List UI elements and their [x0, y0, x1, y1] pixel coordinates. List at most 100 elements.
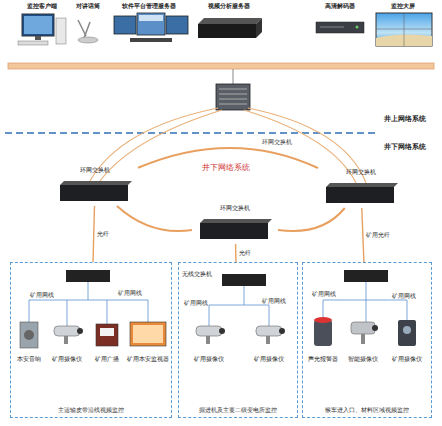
group-caption: 猴车进入口、材料区域视频监控: [293, 407, 441, 414]
camera-icon: [279, 328, 285, 334]
video-wall-icon: [376, 13, 432, 46]
ring-switch: 环网交换机: [192, 204, 278, 244]
camera-icon: [77, 328, 83, 334]
server-screens-icon: [139, 15, 163, 21]
core-uplink-fiber: [244, 110, 356, 183]
node-label: 无线交换机: [182, 270, 212, 277]
monitor-client-icon: [56, 18, 66, 44]
node-label: 智能摄像仪: [336, 355, 390, 362]
group-box: 猴车进入口、材料区域视频监控声光报警器智能摄像仪矿用摄像仪: [302, 262, 432, 418]
core-switch-icon: [216, 84, 250, 110]
node-label: 矿用摄像仪: [182, 355, 236, 362]
device-node: 监控大屏: [372, 2, 434, 50]
alarm-icon: [314, 317, 332, 346]
monitor-client-icon: [18, 14, 66, 45]
broadcast-icon: [100, 328, 114, 336]
node-label: 高清解码器: [300, 2, 380, 9]
speaker-icon: [20, 322, 38, 348]
server-screens-icon: [130, 38, 172, 42]
group-switch-icon: [344, 270, 388, 282]
camera-icon: [196, 326, 222, 336]
fiber-link: [93, 206, 94, 262]
edge-label: 光纤: [97, 231, 109, 238]
server-screens-icon: [166, 16, 188, 34]
node-label: 视频分析服务器: [184, 2, 274, 9]
node-label: 环网交换机: [308, 168, 414, 175]
intercom-mic-icon: [84, 22, 90, 38]
camera-icon: [256, 326, 282, 336]
monitor-client-icon: [35, 36, 41, 40]
surface-underground-divider: [5, 133, 378, 134]
camera-icon: [266, 336, 270, 344]
intercom-mic-icon: [78, 20, 98, 43]
device-node: 对讲话筒: [68, 2, 108, 50]
ring-switch-icon: [200, 223, 268, 239]
edge-label: 矿用光纤: [366, 232, 390, 239]
speaker-icon: [20, 322, 38, 348]
camera-icon: [206, 336, 210, 344]
network-bus: [8, 63, 434, 84]
node-label: 监控大屏: [362, 2, 442, 9]
device-node: 矿用摄像仪: [192, 318, 226, 362]
device-node: 监控客户端: [14, 2, 70, 50]
ring-switch-icon: [60, 181, 398, 239]
group-switch-icon: [222, 274, 266, 286]
hd-decoder-icon: [316, 22, 364, 33]
server-screens-icon: [137, 13, 165, 35]
ring-fiber: [278, 208, 345, 231]
camera-housing-icon: [398, 320, 416, 346]
fiber-link: [235, 244, 237, 262]
video-wall-icon: [376, 29, 432, 30]
free-label: 井下网络系统: [384, 144, 426, 152]
ring-fiber: [117, 206, 192, 231]
surface-underground-divider: [5, 132, 378, 134]
device-node: 矿用广播: [92, 318, 122, 362]
free-label: 井下网络系统: [202, 163, 250, 172]
alarm-icon: [314, 317, 332, 323]
camera-icon: [372, 325, 378, 331]
free-label: 井上网络系统: [384, 116, 426, 124]
ring-switch-icon: [326, 183, 398, 187]
core-switch-icon: [219, 89, 247, 90]
free-label: 矿用网线: [184, 300, 208, 307]
group-switch-icon: [66, 270, 388, 286]
video-analysis-server-icon: [198, 24, 256, 38]
ring-switch: 环网交换机: [52, 166, 138, 206]
core-switch-icon: [216, 84, 250, 110]
node-label: 对讲话筒: [58, 2, 118, 9]
network-cable: [29, 282, 148, 326]
hd-decoder-icon: [320, 27, 344, 28]
node-label: 声光报警器: [296, 355, 350, 362]
camera-icon: [219, 328, 225, 334]
video-wall-icon: [404, 13, 405, 46]
group-box: 掘进机及主要二级变电所监控无线交换机矿用摄像仪矿用摄像仪: [178, 262, 298, 418]
network-cable: [209, 286, 269, 326]
network-bus: [233, 69, 234, 84]
server-screens-icon: [114, 16, 136, 34]
core-switch-icon: [219, 99, 247, 100]
network-cable: [29, 282, 407, 326]
monitor-display-icon: [133, 325, 163, 343]
free-label: 矿用网线: [30, 292, 54, 299]
video-analysis-server-icon: [256, 18, 262, 38]
camera-icon: [351, 322, 375, 334]
edge-label: 光纤: [239, 250, 251, 257]
ring-switch-icon: [60, 185, 128, 201]
node-label: 矿用本安监视器: [116, 355, 180, 362]
device-node: 无线交换机: [182, 268, 220, 280]
ring-switch: 环网交换机: [318, 168, 404, 208]
monitor-client-icon: [18, 41, 48, 45]
speaker-icon: [24, 330, 34, 340]
node-label: 本安音响: [4, 355, 54, 362]
group-caption: 主运输皮带沿线视频监控: [1, 407, 181, 414]
camera-housing-icon: [403, 326, 411, 334]
core-switch-icon: [219, 94, 247, 95]
free-label: 矿用网线: [312, 291, 336, 298]
monitor-client-icon: [22, 14, 54, 36]
free-label: 环网交换机: [262, 139, 292, 146]
device-node: 矿用本安监视器: [126, 318, 170, 362]
device-node: 声光报警器: [306, 314, 340, 362]
camera-housing-icon: [398, 320, 416, 346]
node-label: 矿用摄像仪: [380, 355, 434, 362]
